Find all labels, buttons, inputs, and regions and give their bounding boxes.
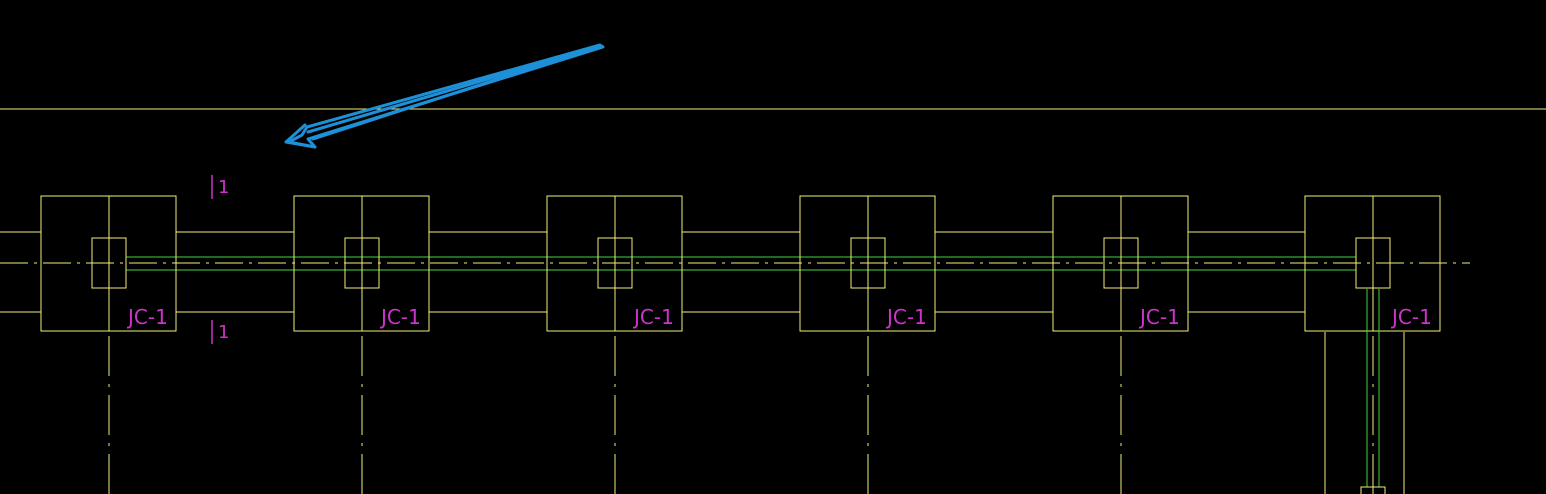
annotation-arrow-shape (284, 44, 602, 149)
vertical-beam (1324, 289, 1405, 494)
section-mark-top-label: 1 (218, 177, 229, 198)
footing-label: JC-1 (379, 305, 421, 329)
tie-beam (126, 256, 1356, 271)
footing-jc1[interactable]: JC-1 (40, 195, 177, 494)
section-mark-bottom: 1 (211, 320, 229, 344)
footing-jc1[interactable]: JC-1 (1052, 195, 1189, 494)
section-mark-bottom-label: 1 (218, 322, 229, 343)
section-mark-top: 1 (211, 175, 229, 199)
footing-label: JC-1 (126, 305, 168, 329)
column-outline (344, 237, 380, 289)
footing-jc1[interactable]: JC-1 (546, 195, 683, 494)
strip-beam-outline (0, 231, 1305, 313)
column-outline (850, 237, 886, 289)
footings-group: JC-1 JC-1 JC-1 JC-1 JC-1 JC-1 (40, 195, 1441, 494)
footing-label: JC-1 (632, 305, 674, 329)
column-outline (597, 237, 633, 289)
column-outline (1355, 237, 1391, 289)
footing-label: JC-1 (885, 305, 927, 329)
footing-jc1[interactable]: JC-1 (1304, 195, 1441, 494)
column-outline (91, 237, 127, 289)
footing-jc1[interactable]: JC-1 (293, 195, 430, 494)
footing-label: JC-1 (1390, 305, 1432, 329)
footing-label: JC-1 (1138, 305, 1180, 329)
footing-jc1[interactable]: JC-1 (799, 195, 936, 494)
column-outline (1103, 237, 1139, 289)
